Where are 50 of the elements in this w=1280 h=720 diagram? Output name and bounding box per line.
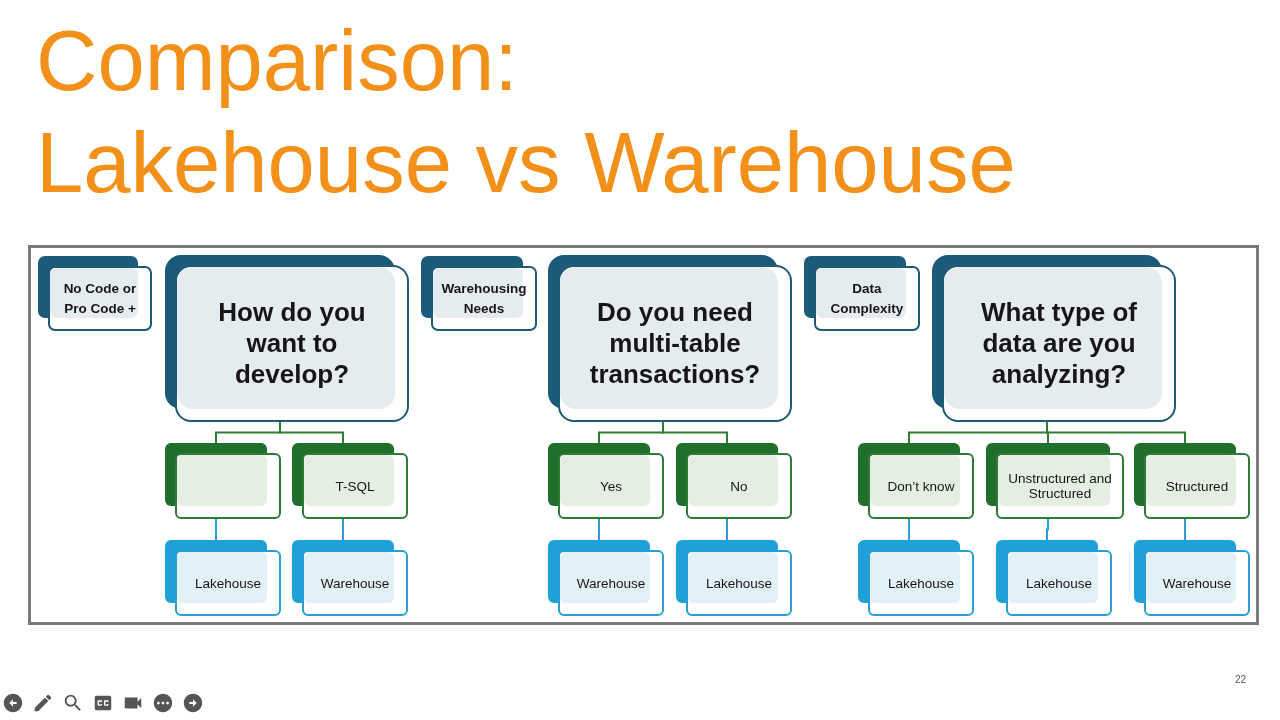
- topic-text: No Code or Pro Code +: [62, 279, 138, 318]
- option-card: [986, 443, 1124, 519]
- result-card: [548, 540, 664, 616]
- connector-line: [342, 518, 344, 541]
- option-card: [858, 443, 974, 519]
- connector-line: [215, 518, 217, 541]
- result-label: Lakehouse: [887, 575, 955, 591]
- question-text: How do you want to develop?: [217, 297, 367, 390]
- page-number: 22: [1235, 674, 1247, 686]
- option-card: [165, 443, 281, 519]
- question-text: What type of data are you analyzing?: [980, 297, 1138, 390]
- option-label: Yes: [600, 478, 622, 494]
- topic-card: [38, 256, 152, 331]
- result-card: [165, 540, 281, 616]
- option-card: [548, 443, 664, 519]
- result-card: [676, 540, 792, 616]
- option-label: No: [730, 478, 748, 494]
- connector-line: [1046, 518, 1049, 541]
- connector-line: [726, 518, 728, 541]
- option-card: [292, 443, 408, 519]
- result-label: Lakehouse: [1025, 575, 1093, 591]
- result-label: Warehouse: [1162, 575, 1232, 591]
- result-card: [1134, 540, 1250, 616]
- topic-text: Data Complexity: [829, 279, 905, 318]
- result-label: Warehouse: [576, 575, 646, 591]
- result-label: Lakehouse: [194, 575, 262, 591]
- connector-line: [1184, 518, 1186, 541]
- result-label: Warehouse: [320, 575, 390, 591]
- connector-line: [598, 518, 600, 541]
- connector-line: [662, 421, 728, 444]
- option-card: [676, 443, 792, 519]
- result-card: [858, 540, 974, 616]
- topic-text: Warehousing Needs: [441, 279, 527, 318]
- topic-card: [421, 256, 537, 331]
- question-text: Do you need multi-table transactions?: [588, 297, 762, 390]
- topic-card: [804, 256, 920, 331]
- option-label: Don’t know: [887, 478, 955, 494]
- option-label: Structured: [1165, 478, 1229, 494]
- result-card: [996, 540, 1112, 616]
- option-label: T-SQL: [335, 478, 375, 494]
- result-card: [292, 540, 408, 616]
- question-card: [932, 255, 1176, 422]
- question-card: [548, 255, 792, 422]
- connector-line: [279, 421, 344, 444]
- result-label: Lakehouse: [705, 575, 773, 591]
- question-card: [165, 255, 409, 422]
- connector-line: [1046, 421, 1186, 444]
- connector-line: [908, 518, 910, 541]
- option-card: [1134, 443, 1250, 519]
- option-label: Unstructured and Structured: [1007, 471, 1113, 501]
